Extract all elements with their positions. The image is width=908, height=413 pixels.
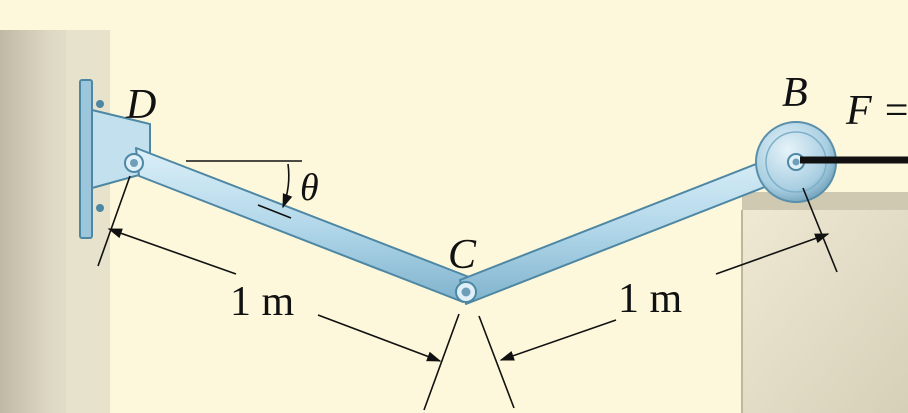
label-B: B — [782, 70, 808, 116]
dimension-arrow-right-b — [715, 233, 830, 275]
label-D: D — [125, 82, 156, 128]
label-theta: θ — [300, 167, 319, 209]
dimension-label-left: 1 m — [230, 279, 295, 325]
pin-C — [455, 281, 477, 303]
extension-line-D — [97, 175, 131, 267]
dimension-arrow-left-a — [107, 228, 237, 275]
extension-line-C-left — [423, 313, 460, 411]
dimension-label-right: 1 m — [618, 276, 683, 322]
dimension-arrow-right-a — [499, 319, 617, 361]
extension-line-B — [802, 187, 838, 273]
pin-D — [124, 153, 144, 173]
label-C: C — [448, 232, 477, 278]
extension-line-C-right — [478, 315, 515, 409]
ledge-top — [742, 192, 908, 212]
theta-tick — [257, 204, 292, 219]
theta-arc-arrow — [282, 163, 293, 209]
dimension-arrow-left-b — [317, 314, 442, 362]
wheel-B — [755, 121, 837, 203]
label-F: F = — [845, 88, 908, 134]
